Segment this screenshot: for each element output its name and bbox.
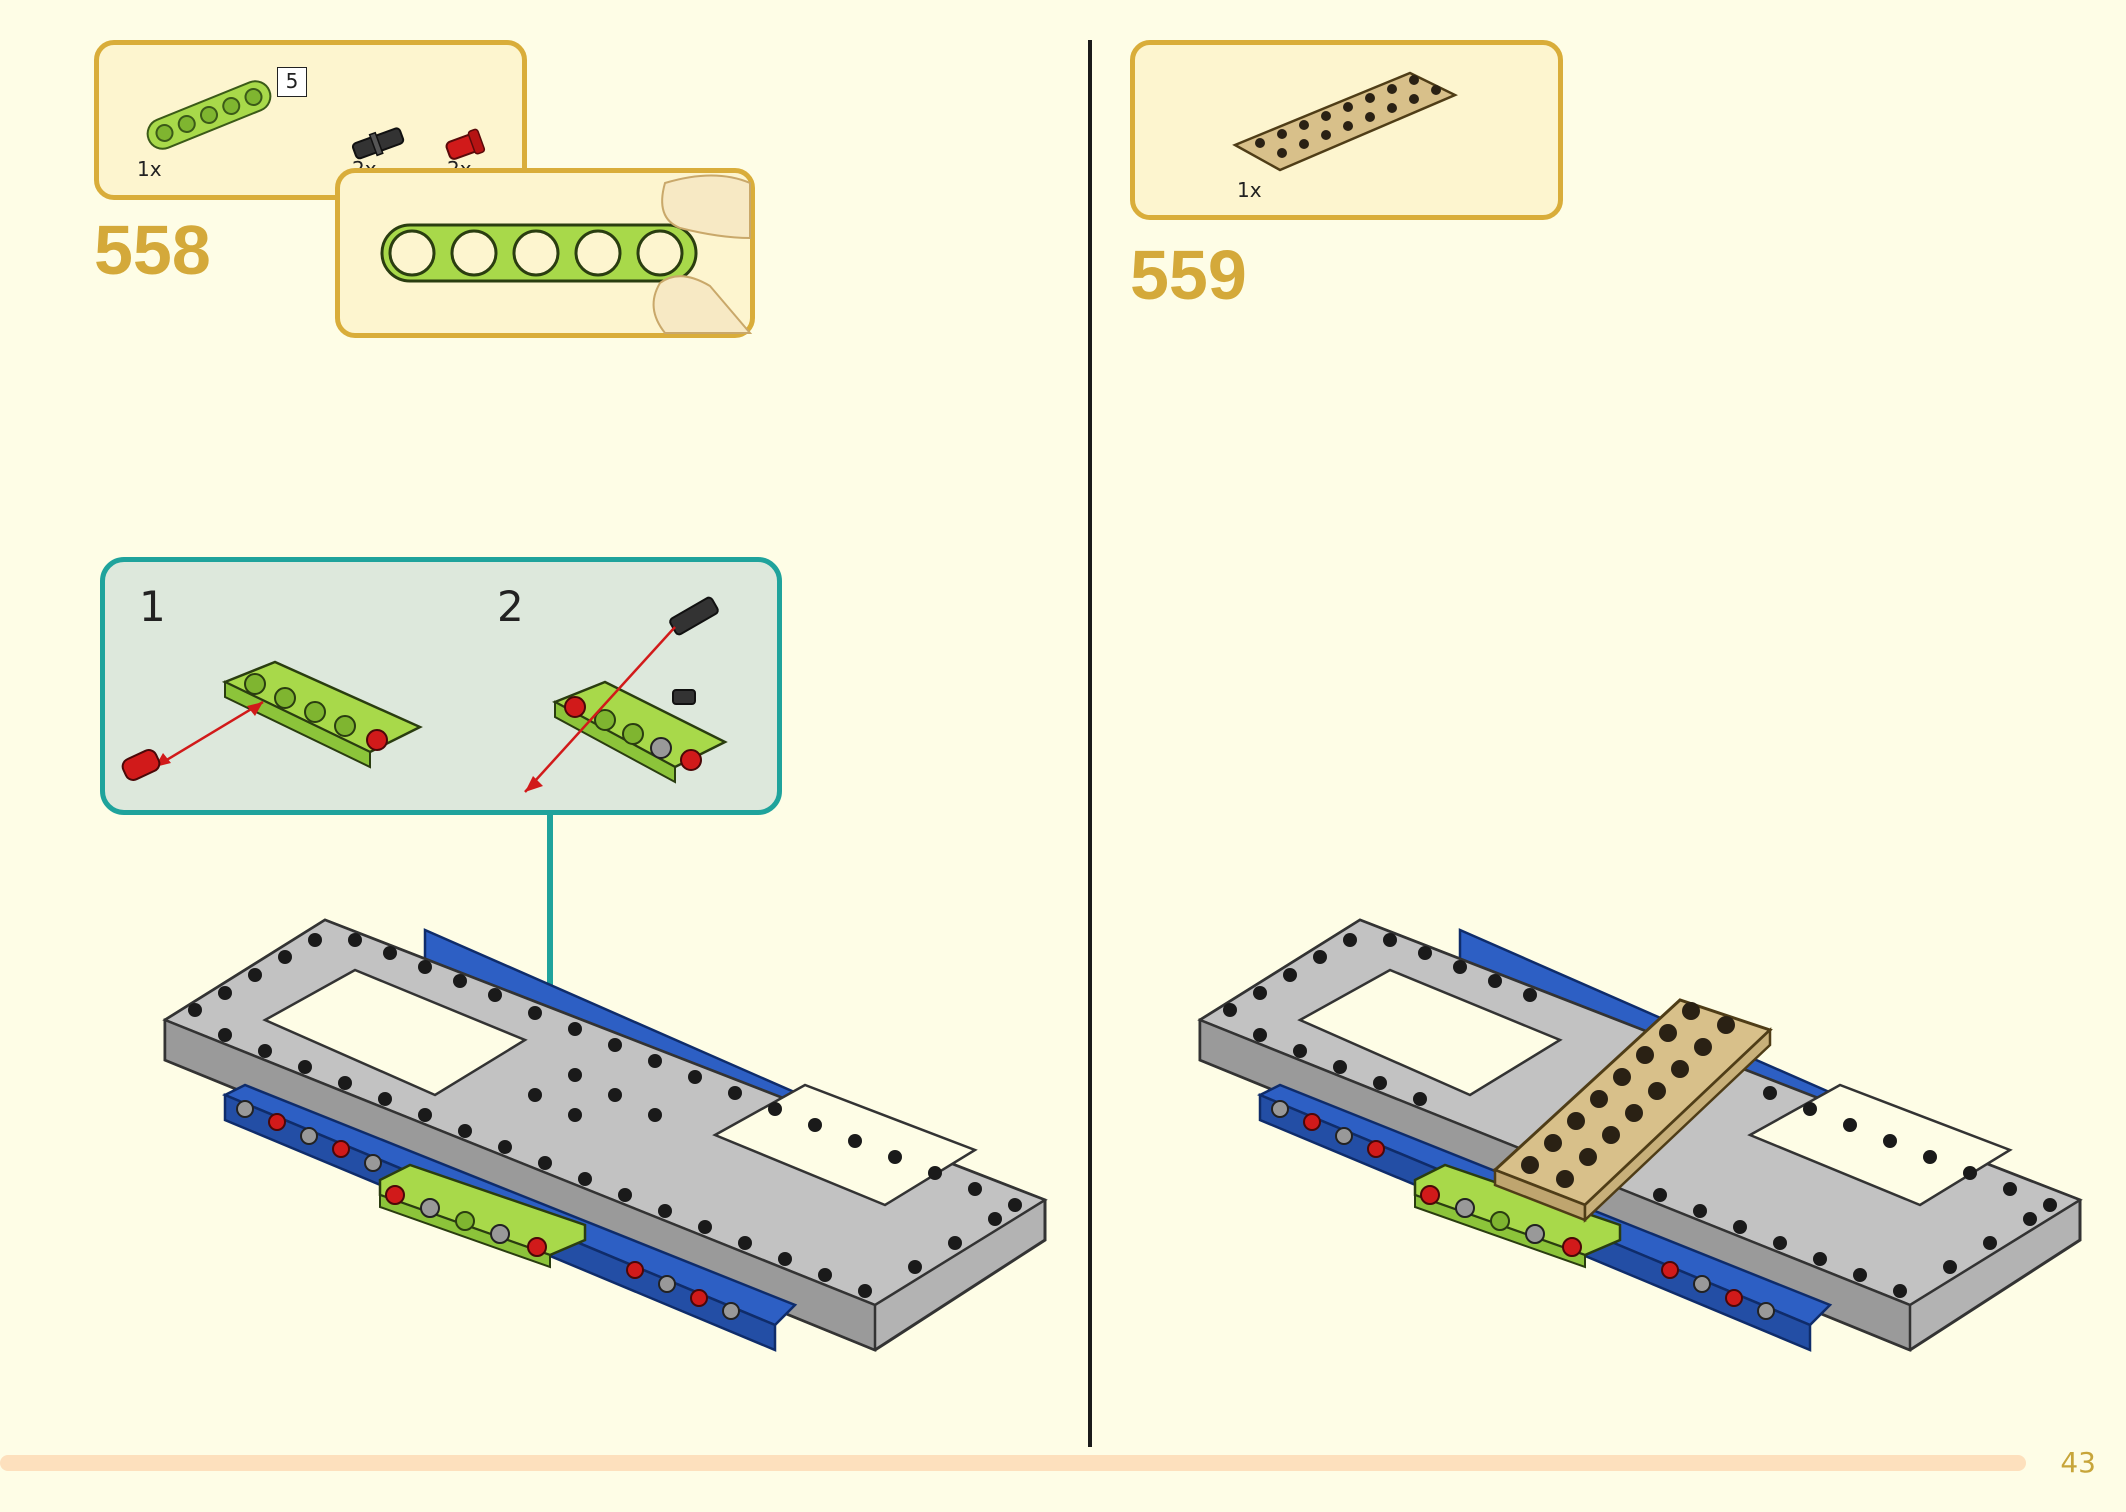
substep-number: 2: [497, 582, 524, 631]
substep-1-illustration: [121, 660, 423, 781]
page-number: 43: [2060, 1446, 2096, 1479]
qty-label: 1x: [137, 157, 162, 181]
model-step-559: [1197, 918, 2083, 1352]
red-pin-part-icon: [445, 128, 486, 160]
sub-assembly-callout: 1 2: [100, 557, 782, 815]
step-number: 558: [94, 211, 211, 289]
parts-list-559: 1x: [1130, 40, 1563, 220]
substep-2-illustration: [524, 596, 728, 793]
parts-list-558: 5 1x 2x 2x: [94, 40, 527, 200]
length-badge: 5: [277, 67, 307, 97]
qty-label: 1x: [1237, 178, 1262, 202]
hole-count-helper: [335, 168, 755, 338]
substep-number: 1: [139, 582, 166, 631]
tan-plate-part-icon: [1232, 71, 1458, 172]
model-step-558: [162, 918, 1048, 1352]
step-number: 559: [1130, 236, 1247, 314]
liftarm-top-view-icon: [380, 223, 698, 283]
black-pin-part-icon: [351, 127, 405, 160]
fingers-icon: [652, 174, 753, 334]
liftarm-lime-part-icon: [146, 80, 272, 150]
page-divider: [1088, 40, 1092, 1447]
footer-bar: [0, 1455, 2026, 1471]
